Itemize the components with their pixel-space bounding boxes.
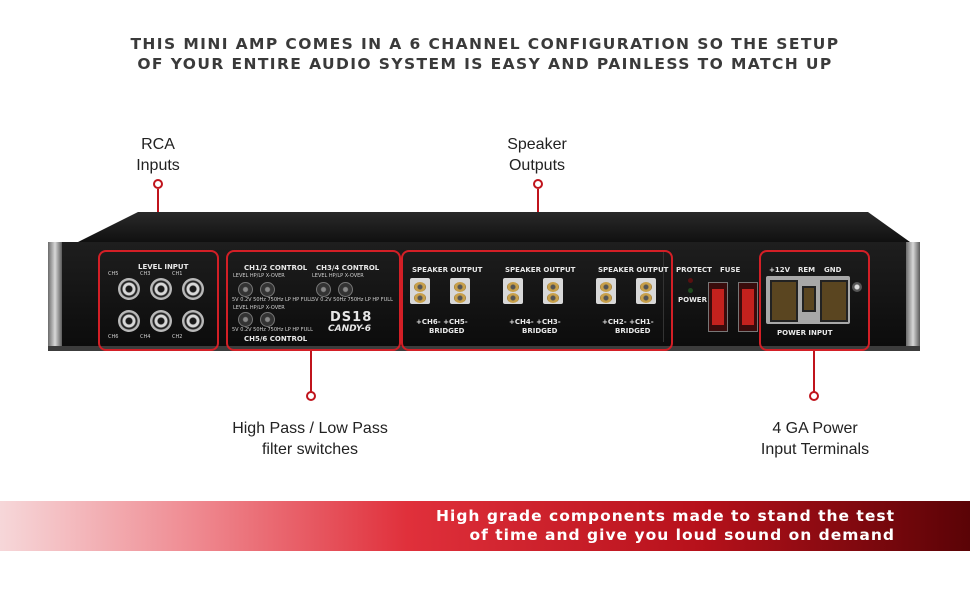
channel-pair-ch4-ch3: +CH4- +CH3- xyxy=(509,318,561,326)
protect-led xyxy=(688,278,693,283)
level-input-label: LEVEL INPUT xyxy=(138,263,189,271)
terminal-block-ch6 xyxy=(410,278,430,304)
ch12-control-row: LEVEL HP/LP X-OVER xyxy=(233,273,285,279)
speaker-output-label-1: SPEAKER OUTPUT xyxy=(412,266,483,274)
rca-label-ch6: CH6 xyxy=(108,334,119,340)
terminal-block-ch3 xyxy=(543,278,563,304)
highlight-rca-inputs xyxy=(98,250,219,351)
bridged-label-2: BRIDGED xyxy=(522,327,558,335)
callout-speaker-dot xyxy=(533,179,543,189)
speaker-output-label-2: SPEAKER OUTPUT xyxy=(505,266,576,274)
power-led xyxy=(688,288,693,293)
fuse-1 xyxy=(708,282,728,332)
ch12-freq-knob xyxy=(260,282,275,297)
callout-power-terminals: 4 GA Power Input Terminals xyxy=(740,418,890,460)
ch56-level-knob xyxy=(238,312,253,327)
banner-line-2: of time and give you loud sound on deman… xyxy=(469,526,895,544)
fuse-label: FUSE xyxy=(720,266,741,274)
power-term-gnd-label: GND xyxy=(824,266,842,274)
power-terminal-rem xyxy=(802,286,816,312)
fuse-2 xyxy=(738,282,758,332)
rca-jack-ch3 xyxy=(150,278,172,300)
power-term-rem-label: REM xyxy=(798,266,816,274)
ch34-level-knob xyxy=(316,282,331,297)
ch12-level-knob xyxy=(238,282,253,297)
callout-filter-line xyxy=(310,346,312,392)
callout-speaker-outputs: Speaker Outputs xyxy=(477,134,597,176)
banner-text: High grade components made to stand the … xyxy=(436,507,895,545)
callout-filter-line-2: filter switches xyxy=(261,441,359,458)
power-input-label: POWER INPUT xyxy=(777,329,833,337)
brand-logo: DS18 xyxy=(330,310,373,325)
rca-label-ch1: CH1 xyxy=(172,271,183,277)
channel-pair-ch2-ch1: +CH2- +CH1- xyxy=(602,318,654,326)
ch34-control-label: CH3/4 CONTROL xyxy=(316,264,380,272)
power-terminal-gnd xyxy=(820,280,848,322)
power-term-12v-label: +12V xyxy=(769,266,791,274)
rca-jack-ch4 xyxy=(150,310,172,332)
callout-filter-dot xyxy=(306,391,316,401)
banner-line-1: High grade components made to stand the … xyxy=(436,507,895,525)
rca-label-ch3: CH3 xyxy=(140,271,151,277)
callout-power-line-1: 4 GA Power xyxy=(772,420,858,437)
rca-jack-ch1 xyxy=(182,278,204,300)
ch34-control-row: LEVEL HP/LP X-OVER xyxy=(312,273,364,279)
callout-rca-line-2: Inputs xyxy=(136,157,180,174)
ch56-control-label: CH5/6 CONTROL xyxy=(244,335,308,343)
bottom-banner: High grade components made to stand the … xyxy=(0,501,970,551)
callout-speaker-line-1: Speaker xyxy=(507,136,567,153)
callout-power-line-2: Input Terminals xyxy=(760,441,870,458)
bridged-label-1: BRIDGED xyxy=(429,327,465,335)
terminal-block-ch2 xyxy=(596,278,616,304)
callout-filter-line-1: High Pass / Low Pass xyxy=(232,420,388,437)
ch12-control-label: CH1/2 CONTROL xyxy=(244,264,308,272)
callout-rca-dot xyxy=(153,179,163,189)
headline-line-2: OF YOUR ENTIRE AUDIO SYSTEM IS EASY AND … xyxy=(137,55,833,73)
callout-rca-line-1: RCA xyxy=(141,136,175,153)
highlight-speaker-outputs xyxy=(401,250,673,351)
callout-filter-switches: High Pass / Low Pass filter switches xyxy=(210,418,410,460)
callout-rca-inputs: RCA Inputs xyxy=(108,134,208,176)
rca-label-ch2: CH2 xyxy=(172,334,183,340)
terminal-block-ch5 xyxy=(450,278,470,304)
headline-line-1: THIS MINI AMP COMES IN A 6 CHANNEL CONFI… xyxy=(130,35,840,53)
rca-jack-ch6 xyxy=(118,310,140,332)
ch56-freq-knob xyxy=(260,312,275,327)
ch56-control-row: LEVEL HP/LP X-OVER xyxy=(233,305,285,311)
rca-jack-ch5 xyxy=(118,278,140,300)
amplifier-image: LEVEL INPUT CH5 CH3 CH1 CH6 CH4 CH2 CH1/… xyxy=(48,212,920,356)
speaker-output-label-3: SPEAKER OUTPUT xyxy=(598,266,669,274)
headline: THIS MINI AMP COMES IN A 6 CHANNEL CONFI… xyxy=(0,34,970,74)
callout-power-dot xyxy=(809,391,819,401)
rca-label-ch4: CH4 xyxy=(140,334,151,340)
power-led-label: POWER xyxy=(678,296,707,304)
ch56-scale: 5V 0.2V 50Hz 750Hz LP HP FULL xyxy=(232,327,313,333)
power-terminal-block xyxy=(766,276,850,324)
power-terminal-12v xyxy=(770,280,798,322)
ch12-scale: 5V 0.2V 50Hz 750Hz LP HP FULL xyxy=(232,297,313,303)
screw xyxy=(852,282,862,292)
highlight-filter-switches xyxy=(226,250,401,351)
model-name: CANDY-6 xyxy=(328,324,372,334)
protect-label: PROTECT xyxy=(676,266,712,274)
channel-pair-ch6-ch5: +CH6- +CH5- xyxy=(416,318,468,326)
ch34-scale: 5V 0.2V 50Hz 750Hz LP HP FULL xyxy=(312,297,393,303)
highlight-power-input xyxy=(759,250,870,351)
rca-jack-ch2 xyxy=(182,310,204,332)
callout-power-line xyxy=(813,346,815,392)
bridged-label-3: BRIDGED xyxy=(615,327,651,335)
callout-speaker-line-2: Outputs xyxy=(508,157,566,174)
rca-label-ch5: CH5 xyxy=(108,271,119,277)
ch34-freq-knob xyxy=(338,282,353,297)
terminal-block-ch4 xyxy=(503,278,523,304)
terminal-block-ch1 xyxy=(636,278,656,304)
